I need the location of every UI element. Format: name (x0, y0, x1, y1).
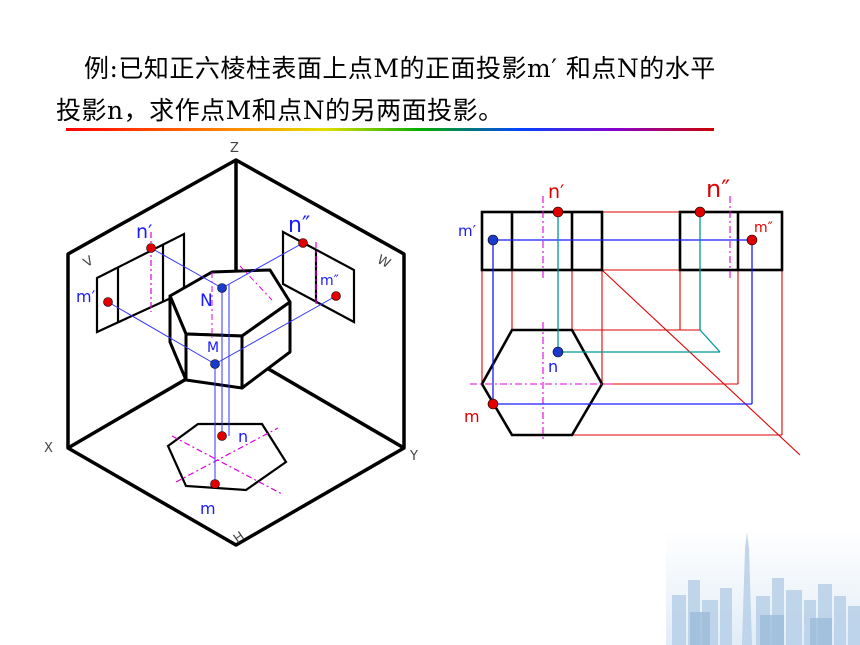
point-n-prime (146, 243, 156, 253)
label-m-prime: m′ (76, 287, 96, 306)
h-plane-hexagon (166, 422, 288, 492)
ortho-label-n-prime: n′ (548, 181, 564, 203)
label-m: m (200, 499, 216, 518)
ortho-point-m (487, 398, 499, 410)
axis-label-x: X (44, 441, 53, 456)
iso-magenta-guides (211, 265, 273, 338)
construction-lines (481, 211, 801, 456)
ortho-point-n-prime (552, 206, 564, 218)
point-M (210, 359, 220, 369)
point-m-dprime (331, 291, 341, 301)
problem-line-1: 例:已知正六棱柱表面上点M的正面投影m′ 和点N的水平 (84, 54, 716, 83)
title-divider (66, 128, 714, 131)
ortho-point-n-dprime (694, 206, 706, 218)
ortho-projector-lines (492, 212, 753, 405)
point-N (217, 283, 227, 293)
label-n-dprime: n″ (288, 213, 310, 238)
axis-label-y: Y (409, 449, 418, 464)
point-n (217, 431, 227, 441)
ortho-label-n: n (548, 357, 558, 376)
ortho-label-n-dprime: n″ (706, 175, 730, 203)
axis-label-z: Z (230, 141, 239, 156)
ortho-label-m-prime: m′ (458, 222, 477, 240)
h-centerlines (171, 427, 283, 495)
problem-line-2: 投影n，求作点M和点N的另两面投影。 (56, 96, 504, 125)
label-m-dprime: m″ (320, 273, 339, 289)
ortho-centerlines (470, 196, 731, 442)
ortho-point-n (552, 346, 564, 358)
problem-statement: 例:已知正六棱柱表面上点M的正面投影m′ 和点N的水平 投影n，求作点M和点N的… (56, 48, 816, 132)
point-m (210, 479, 220, 489)
front-view (480, 210, 604, 272)
label-n: n (238, 427, 248, 446)
ortho-label-m: m (464, 407, 480, 426)
label-N: N (200, 291, 213, 311)
label-n-prime: n′ (136, 221, 152, 243)
iso-projector-lines (107, 242, 337, 484)
side-view (678, 210, 784, 272)
plane-label-w: W (374, 252, 393, 271)
point-n-dprime (298, 238, 308, 248)
hexagonal-prism (168, 268, 292, 390)
ortho-label-m-dprime: m″ (754, 220, 773, 236)
label-M: M (207, 340, 219, 356)
ortho-point-m-dprime (746, 234, 758, 246)
point-m-prime (103, 297, 113, 307)
ortho-point-m-prime (487, 234, 499, 246)
